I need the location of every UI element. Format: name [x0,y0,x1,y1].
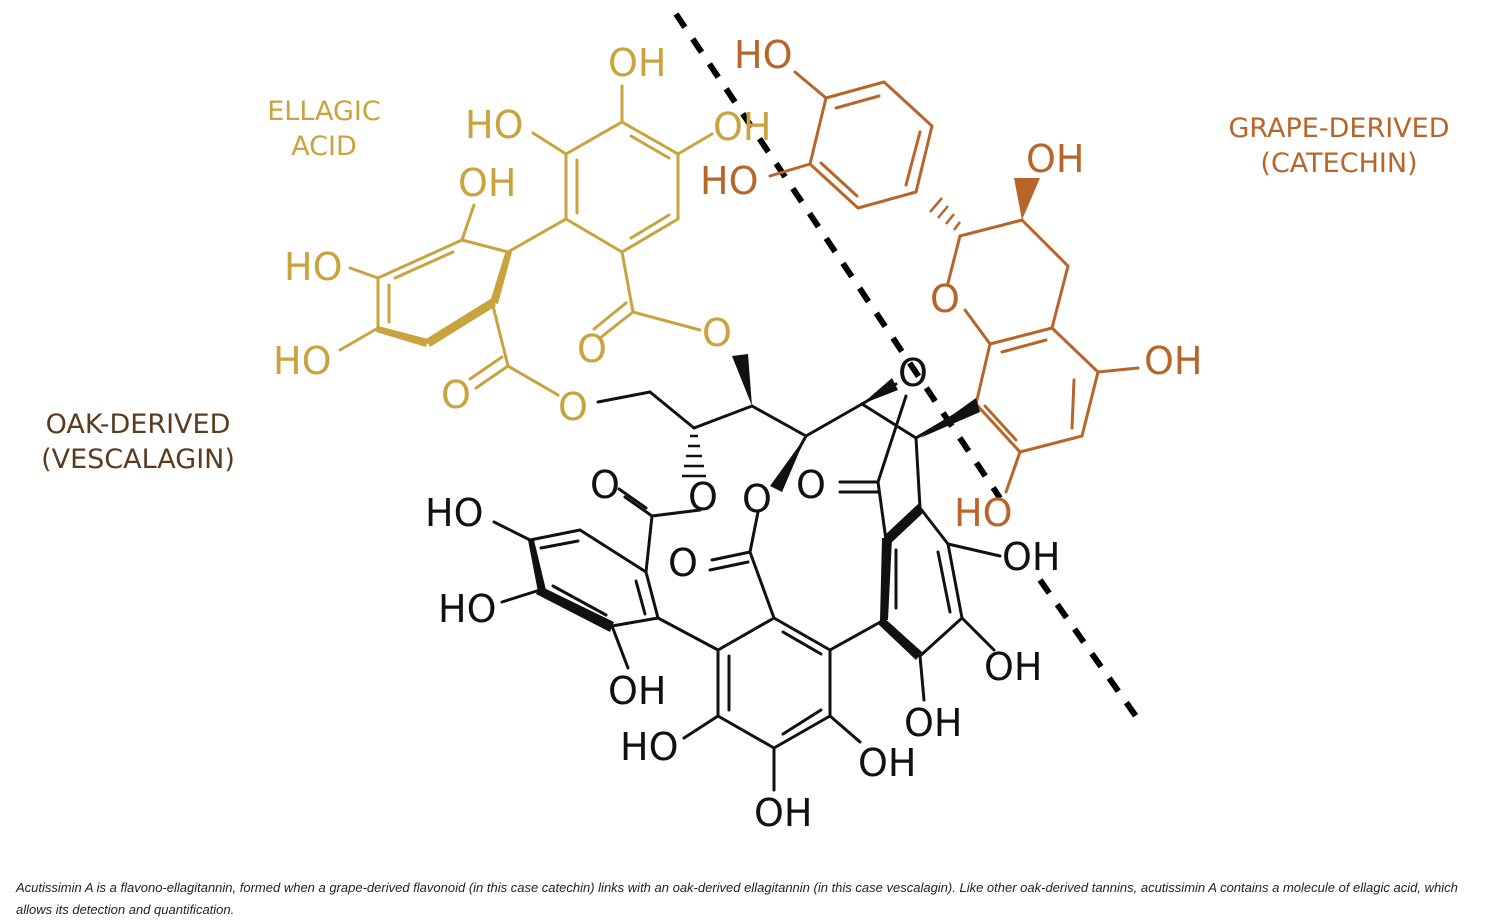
atom-o: O [558,385,588,429]
atom-oh: OH [1026,137,1084,181]
atom-oh: OH [1144,339,1202,383]
atom-ho: HO [273,339,331,383]
atom-oh: OH [608,669,666,713]
svg-text:GRAPE-DERIVED: GRAPE-DERIVED [1228,113,1449,144]
atom-o: O [796,463,826,507]
atom-oh: OH [1002,535,1060,579]
atom-ho: HO [425,491,483,535]
atom-oh: OH [858,741,916,785]
atom-o: O [577,327,607,371]
svg-text:ELLAGIC: ELLAGIC [267,96,381,127]
atom-o: O [441,373,471,417]
atom-o: O [742,477,772,521]
atom-oh: OH [458,161,516,205]
ellagic-bold-wedges [376,250,512,347]
atom-ho: HO [438,587,496,631]
figure-caption: Acutissimin A is a flavono-ellagitannin,… [16,880,1458,917]
ellagic-acid-fragment [338,84,714,397]
atom-oh: OH [754,791,812,835]
atom-o: O [688,475,718,519]
atom-o: O [898,351,928,395]
ellagic-acid-label: ELLAGIC ACID [267,96,381,162]
svg-text:ACID: ACID [291,131,357,162]
vescalagin-atom-labels: O O O O O O HO HO OH HO OH OH OH OH OH [425,351,1060,835]
catechin-stereo-bonds [929,178,1040,231]
atom-ho: HO [954,491,1012,535]
atom-o: O [668,541,698,585]
grape-derived-label: GRAPE-DERIVED (CATECHIN) [1228,113,1449,179]
atom-oh: OH [904,701,962,745]
vescalagin-stereo-bonds [528,354,980,660]
atom-ho: HO [734,33,792,77]
atom-o: O [702,311,732,355]
svg-text:OAK-DERIVED: OAK-DERIVED [46,409,231,440]
ellagic-atom-labels: OH HO OH OH HO HO O O O O [273,41,771,429]
atom-o: O [930,277,960,321]
atom-oh: OH [713,105,771,149]
divider-dashed-line [673,12,1143,724]
svg-text:(CATECHIN): (CATECHIN) [1260,148,1417,179]
oak-derived-label: OAK-DERIVED (VESCALAGIN) [41,409,235,475]
atom-oh: OH [984,645,1042,689]
atom-oh: OH [608,41,666,85]
atom-ho: HO [465,103,523,147]
atom-ho: HO [620,725,678,769]
acutissimin-a-structure-diagram: OH HO OH OH HO HO O O O O HO HO OH O OH … [41,12,1450,835]
atom-ho: HO [284,245,342,289]
catechin-atom-labels: HO HO OH O OH HO [700,33,1202,535]
svg-text:(VESCALAGIN): (VESCALAGIN) [41,444,235,475]
atom-ho: HO [700,159,758,203]
atom-o: O [590,463,620,507]
catechin-fragment [768,70,1140,494]
